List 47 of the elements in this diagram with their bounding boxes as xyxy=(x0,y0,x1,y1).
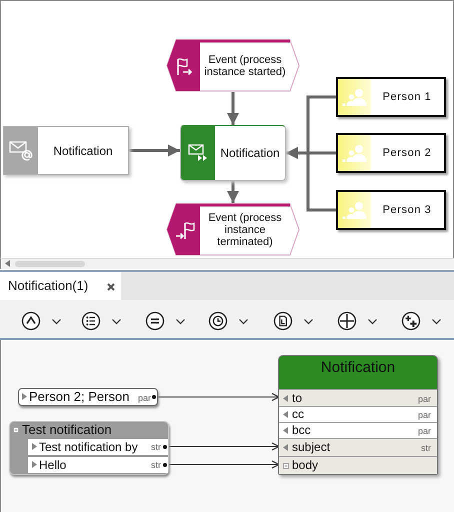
person-box xyxy=(336,190,446,230)
person-name: Person 3 xyxy=(382,204,432,216)
parameter-name: bcc xyxy=(292,423,311,438)
arrow xyxy=(286,147,336,212)
parameter-name: body xyxy=(292,457,318,474)
type-label: str xyxy=(421,443,431,453)
type-label: par xyxy=(418,394,431,404)
parameter-row xyxy=(279,456,437,474)
type-label: str xyxy=(151,442,161,452)
function-label: Notification xyxy=(220,146,280,160)
parameter-row xyxy=(279,438,437,456)
person-box xyxy=(336,77,446,117)
mapping-arrow xyxy=(168,460,280,469)
mapping-row xyxy=(28,438,168,455)
parameter-row xyxy=(279,422,437,438)
field-name: Test notification by xyxy=(39,439,138,455)
mapping-arrow xyxy=(158,392,280,402)
field-name: Hello xyxy=(39,457,66,473)
arrow xyxy=(227,92,239,125)
parameter-row xyxy=(279,389,437,406)
event-label: Event (process instance terminated) xyxy=(207,212,283,248)
person-name: Person 1 xyxy=(382,91,432,103)
function-box xyxy=(180,125,286,181)
person-name: Person 2 xyxy=(382,147,432,159)
arrow xyxy=(129,144,180,156)
parameter-name: cc xyxy=(292,407,304,422)
type-label: str xyxy=(151,460,161,470)
group-title: Test notification xyxy=(22,422,112,438)
parameter-row xyxy=(279,406,437,422)
mapping-row xyxy=(28,456,168,473)
mapping-item xyxy=(18,388,158,406)
group-panel xyxy=(9,421,169,475)
field-name: Person 2; Person xyxy=(29,389,130,405)
panel-title: Notification xyxy=(320,359,396,377)
type-label: par xyxy=(418,410,431,420)
arrow xyxy=(227,181,239,203)
type-label: par xyxy=(418,426,431,436)
parameter-name: to xyxy=(292,390,302,406)
message-box xyxy=(3,126,129,175)
type-label: par xyxy=(138,393,151,403)
tab: Notification(1) xyxy=(0,272,121,300)
target-panel xyxy=(278,355,438,475)
parameter-name: subject xyxy=(292,439,330,456)
person-box xyxy=(336,133,446,173)
event-label: Event (process instance started) xyxy=(203,54,287,78)
mapping-arrow xyxy=(168,442,280,451)
message-label: Notification xyxy=(53,144,113,158)
